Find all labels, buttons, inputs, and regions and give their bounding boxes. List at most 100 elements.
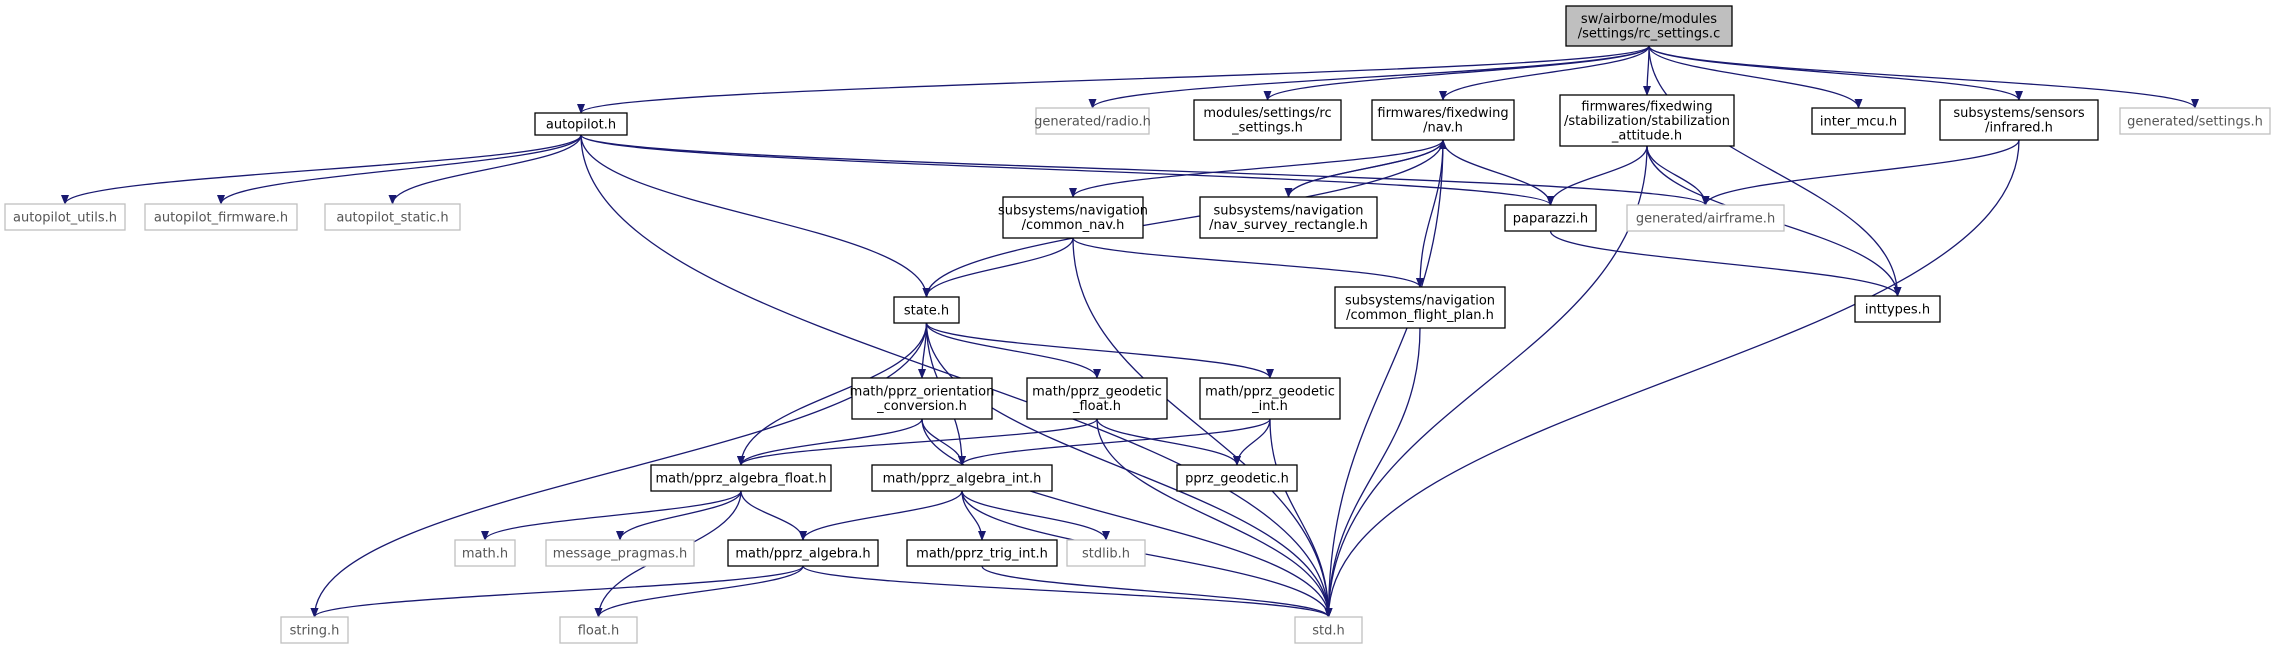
node-msg_pragmas-label: message_pragmas.h [553,546,688,561]
edge-state-to-alg_float [737,322,928,466]
node-root-label: sw/airborne/modules [1581,12,1717,27]
node-fw_nav-box [1371,99,1515,141]
node-ap_utils: autopilot_utils.h [4,203,126,231]
node-orient-label: math/pprz_orientation [850,385,995,400]
node-msg_pragmas: message_pragmas.h [545,539,695,567]
edge-trig_int-to-std_h [981,565,1333,618]
node-fw_nav-label: /nav.h [1423,121,1463,136]
edge-state-to-geo_float [925,322,1101,379]
node-pprz_geodetic-box [1176,464,1298,492]
node-autopilot-box [534,112,628,136]
node-paparazzi-label: paparazzi.h [1513,211,1588,226]
node-inttypes-box [1854,295,1941,323]
node-common_nav[interactable]: subsystems/navigation/common_nav.h [998,196,1148,239]
node-mod_rc-label: _settings.h [1231,121,1303,136]
node-orient-label: _conversion.h [876,399,967,414]
node-float_h: float.h [559,616,638,644]
node-gen_radio-box [1035,107,1150,135]
node-trig_int[interactable]: math/pprz_trig_int.h [906,539,1058,567]
node-fw_nav[interactable]: firmwares/fixedwing/nav.h [1371,99,1515,141]
node-gen_settings-box [2119,107,2271,135]
node-alg-label: math/pprz_algebra.h [735,546,870,561]
node-ap_static-label: autopilot_static.h [336,210,448,225]
edge-alg_float-to-math_h [481,490,742,541]
node-alg_float-label: math/pprz_algebra_float.h [656,471,827,486]
edge-fw_nav-to-std_h [1324,139,1444,618]
edge-root-to-fw_stab [1643,45,1652,96]
edge-autopilot-to-std_h [580,134,1333,618]
node-gen_airframe-label: generated/airframe.h [1636,211,1775,226]
edge-nav_survey-to-fw_nav [1287,139,1447,198]
node-math_h-label: math.h [462,546,508,561]
node-gen_airframe: generated/airframe.h [1626,204,1785,232]
node-inttypes[interactable]: inttypes.h [1854,295,1941,323]
node-alg_int[interactable]: math/pprz_algebra_int.h [871,464,1053,492]
node-state[interactable]: state.h [893,296,960,324]
edge-root-to-fw_nav [1439,45,1650,101]
edge-root-to-sens_ir [1648,45,2023,101]
node-geo_int[interactable]: math/pprz_geodetic_int.h [1199,377,1341,420]
node-string_h-box [280,616,349,644]
node-inter_mcu-box [1811,107,1906,135]
edge-fw_stab-to-paparazzi [1546,145,1648,206]
edge-alg_int-to-stdlib [961,490,1110,541]
node-paparazzi[interactable]: paparazzi.h [1504,204,1597,232]
node-autopilot[interactable]: autopilot.h [534,112,628,136]
node-nav_survey-label: subsystems/navigation [1213,204,1363,219]
node-nav_survey-label: /nav_survey_rectangle.h [1209,218,1368,233]
node-inter_mcu[interactable]: inter_mcu.h [1811,107,1906,135]
node-mod_rc-label: modules/settings/rc [1203,106,1331,121]
node-geo_int-box [1199,377,1341,420]
node-string_h: string.h [280,616,349,644]
node-sens_ir-label: subsystems/sensors [1953,106,2084,121]
edge-geo_float-to-alg_float [737,418,1098,466]
node-std_h: std.h [1294,616,1363,644]
edge-common_nav-to-std_h [1072,237,1333,618]
edge-root-to-gen_settings [1648,45,2199,109]
node-nav_survey[interactable]: subsystems/navigation/nav_survey_rectang… [1199,196,1378,239]
node-stdlib-label: stdlib.h [1082,546,1130,561]
node-orient-box [851,377,993,420]
edge-fw_nav-to-common_nav [1069,139,1444,198]
edge-alg_int-to-trig_int [961,490,986,541]
node-alg_int-label: math/pprz_algebra_int.h [883,471,1042,486]
node-stdlib: stdlib.h [1066,539,1146,567]
node-fw_stab[interactable]: firmwares/fixedwing/stabilization/stabil… [1559,94,1735,147]
node-mod_rc[interactable]: modules/settings/rc_settings.h [1193,99,1342,141]
node-gen_radio-label: generated/radio.h [1034,114,1151,129]
edge-autopilot-to-state [580,134,931,298]
edge-root-to-mod_rc [1263,45,1650,101]
edge-common_nav-to-common_fp [1072,237,1424,288]
node-ap_utils-box [4,203,126,231]
edges-layer [61,45,2199,618]
node-common_fp[interactable]: subsystems/navigation/common_flight_plan… [1334,286,1506,329]
node-gen_settings: generated/settings.h [2119,107,2271,135]
edge-common_nav-to-state [922,237,1074,298]
node-root[interactable]: sw/airborne/modules/settings/rc_settings… [1565,5,1733,47]
edge-root-to-inter_mcu [1648,45,1863,109]
node-geo_float[interactable]: math/pprz_geodetic_float.h [1026,377,1168,420]
nodes-layer: sw/airborne/modules/settings/rc_settings… [4,5,2271,644]
node-fw_stab-label: /stabilization/stabilization [1564,114,1730,129]
edge-geo_int-to-alg_int [958,418,1271,466]
node-std_h-box [1294,616,1363,644]
node-sens_ir[interactable]: subsystems/sensors/infrared.h [1939,99,2099,141]
node-ap_static-box [324,203,461,231]
edge-fw_nav-to-state [922,139,1444,298]
node-pprz_geodetic[interactable]: pprz_geodetic.h [1176,464,1298,492]
edge-geo_float-to-pprz_geodetic [1096,418,1241,466]
node-sens_ir-box [1939,99,2099,141]
edge-common_fp-to-std_h [1324,327,1421,618]
node-fw_stab-label: firmwares/fixedwing [1581,99,1712,114]
edge-sens_ir-to-std_h [1324,139,2020,618]
edge-alg-to-string_h [310,565,804,618]
node-geo_int-label: math/pprz_geodetic [1205,385,1335,400]
edge-alg_int-to-alg [799,490,963,541]
edge-root-to-autopilot [577,45,1650,114]
node-alg_float[interactable]: math/pprz_algebra_float.h [650,464,832,492]
node-alg[interactable]: math/pprz_algebra.h [727,539,879,567]
node-orient[interactable]: math/pprz_orientation_conversion.h [850,377,995,420]
node-stdlib-box [1066,539,1146,567]
node-float_h-box [559,616,638,644]
